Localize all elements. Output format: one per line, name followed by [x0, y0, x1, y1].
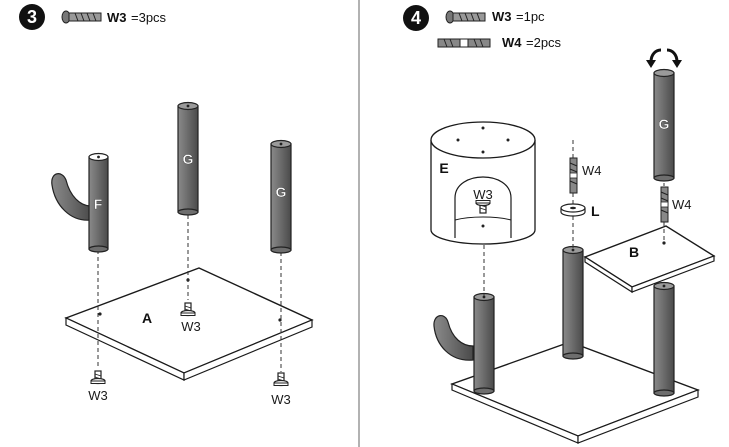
- bolt-w4-left: [569, 157, 578, 194]
- screw-label: W3: [271, 392, 291, 407]
- washer-label-l: L: [591, 203, 600, 219]
- step-4-header: 4 W3 =1pc W4 =2pcs: [403, 5, 562, 50]
- post-label-f: F: [94, 196, 103, 212]
- step-4-badge: [403, 5, 429, 31]
- step-4-hw-code-w4: W4: [502, 35, 522, 50]
- screw-label: W3: [181, 319, 201, 334]
- post-label-g: G: [183, 151, 194, 167]
- step-3-hw-code: W3: [107, 10, 127, 25]
- base-plate-a: A: [64, 267, 314, 381]
- platform-label-b: B: [629, 244, 639, 260]
- platform-b: B: [583, 225, 716, 294]
- bolt-label-left: W4: [582, 163, 602, 178]
- post-g-middle: G: [177, 101, 199, 216]
- post-g-right: G: [270, 139, 292, 254]
- base-label-a: A: [142, 310, 152, 326]
- post-middle: [562, 245, 584, 360]
- step-4-hw-qty-w3: =1pc: [516, 9, 545, 24]
- screw-icon: [61, 10, 102, 24]
- step-3-hw-qty: =3pcs: [131, 10, 167, 25]
- post-label-g: G: [276, 184, 287, 200]
- screw-w3-right: [273, 372, 289, 387]
- post-label-g-top: G: [659, 116, 670, 132]
- bolt-label-right: W4: [672, 197, 692, 212]
- washer-l: [560, 203, 586, 217]
- condo-e: E W3: [430, 121, 536, 245]
- step-3-header: 3 W3 =3pcs: [19, 4, 167, 30]
- screw-label: W3: [88, 388, 108, 403]
- step-4-hw-code-w3: W3: [492, 9, 512, 24]
- screw-icon: [445, 10, 486, 24]
- condo-label-e: E: [439, 160, 448, 176]
- condo-screw-label: W3: [473, 187, 493, 202]
- step-4-hw-qty-w4: =2pcs: [526, 35, 562, 50]
- rotate-arrows-icon: [646, 48, 682, 68]
- double-bolt-icon: [437, 38, 491, 48]
- base-plate: [450, 341, 700, 444]
- step-3-number: 3: [27, 7, 37, 27]
- step-3-badge: [19, 4, 45, 30]
- bolt-w4-right: [660, 186, 669, 223]
- post-f: F: [51, 152, 109, 253]
- post-hook: [433, 292, 495, 395]
- post-g-top: G: [653, 68, 675, 182]
- screw-w3-left: [90, 370, 106, 385]
- step-4-number: 4: [411, 8, 421, 28]
- post-right: [653, 281, 675, 397]
